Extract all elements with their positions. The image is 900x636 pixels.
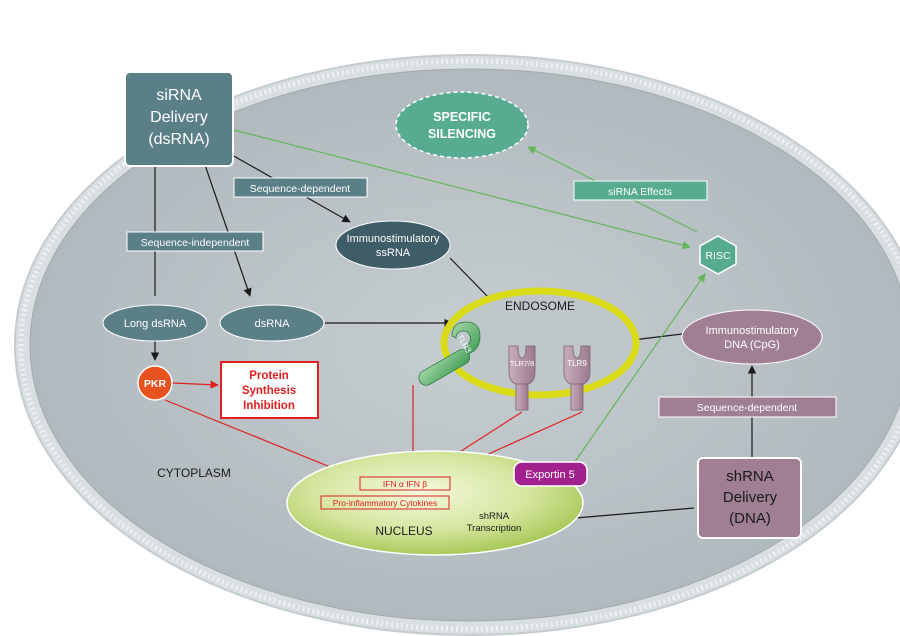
sirna-effects-label: siRNA Effects bbox=[573, 180, 708, 201]
protein-synthesis-line1: Protein bbox=[249, 370, 289, 382]
sirna-delivery-line1: siRNA bbox=[156, 87, 202, 104]
sirna-delivery-box: siRNA Delivery (dsRNA) bbox=[124, 71, 234, 167]
sequence-independent-text: Sequence-independent bbox=[141, 237, 250, 249]
sequence-dependent-top-label: Sequence-dependent bbox=[233, 177, 368, 198]
risc-hexagon: RISC bbox=[699, 235, 737, 275]
exportin5-text: Exportin 5 bbox=[525, 469, 575, 481]
long-dsrna-ellipse: Long dsRNA bbox=[102, 304, 208, 342]
risc-text: RISC bbox=[705, 250, 731, 262]
shrna-delivery-box: shRNA Delivery (DNA) bbox=[697, 457, 802, 539]
nucleus-label: NUCLEUS bbox=[375, 524, 432, 538]
immunostimulatory-ssrna-line2: ssRNA bbox=[376, 247, 411, 259]
shrna-delivery-line3: (DNA) bbox=[729, 510, 771, 527]
pkr-circle: PKR bbox=[137, 365, 173, 401]
sequence-dependent-top-text: Sequence-dependent bbox=[250, 183, 351, 195]
shrna-transcription-line2: Transcription bbox=[467, 523, 522, 534]
immunostimulatory-ssrna-line1: Immunostimulatory bbox=[347, 233, 440, 245]
immunostimulatory-dna-ellipse: Immunostimulatory DNA (CpG) bbox=[681, 309, 823, 365]
sequence-dependent-bottom-label: Sequence-dependent bbox=[658, 396, 837, 418]
sirna-delivery-line3: (dsRNA) bbox=[148, 131, 209, 148]
protein-synthesis-inhibition-box: Protein Synthesis Inhibition bbox=[220, 361, 319, 419]
tlr9-text: TLR9 bbox=[567, 359, 587, 368]
dsrna-text: dsRNA bbox=[255, 318, 291, 330]
dsrna-ellipse: dsRNA bbox=[219, 304, 325, 342]
shrna-delivery-line1: shRNA bbox=[726, 468, 774, 485]
immunostimulatory-dna-line2: DNA (CpG) bbox=[724, 339, 780, 351]
cytokines-text: Pro-inflammatory Cytokines bbox=[333, 498, 437, 508]
tlr78-text: TLR7/8 bbox=[510, 359, 535, 368]
sequence-independent-label: Sequence-independent bbox=[126, 231, 264, 252]
sirna-effects-text: siRNA Effects bbox=[608, 186, 672, 198]
nucleus: IFN α IFN β Pro-inflammatory Cytokines N… bbox=[286, 450, 584, 556]
protein-synthesis-line3: Inhibition bbox=[243, 400, 295, 412]
sirna-delivery-line2: Delivery bbox=[150, 109, 208, 126]
specific-silencing-line2: SILENCING bbox=[428, 127, 496, 141]
shrna-transcription-line1: shRNA bbox=[479, 511, 510, 522]
cytoplasm-label: CYTOPLASM bbox=[157, 466, 231, 480]
pkr-text: PKR bbox=[144, 378, 167, 390]
specific-silencing-ellipse: SPECIFIC SILENCING bbox=[395, 91, 529, 159]
tlr3-receptor: TLR3 bbox=[418, 321, 481, 386]
shrna-delivery-line2: Delivery bbox=[723, 489, 778, 506]
long-dsrna-text: Long dsRNA bbox=[124, 318, 187, 330]
tlr78-receptor: TLR7/8 bbox=[508, 345, 536, 411]
exportin5-badge: Exportin 5 bbox=[513, 461, 588, 487]
sequence-dependent-bottom-text: Sequence-dependent bbox=[697, 402, 798, 414]
ifn-text: IFN α IFN β bbox=[383, 479, 427, 489]
immunostimulatory-ssrna-ellipse: Immunostimulatory ssRNA bbox=[335, 220, 451, 270]
specific-silencing-line1: SPECIFIC bbox=[433, 110, 491, 124]
tlr9-receptor: TLR9 bbox=[563, 345, 591, 411]
protein-synthesis-line2: Synthesis bbox=[242, 385, 296, 397]
immunostimulatory-dna-line1: Immunostimulatory bbox=[706, 325, 799, 337]
endosome-label: ENDOSOME bbox=[505, 299, 575, 313]
